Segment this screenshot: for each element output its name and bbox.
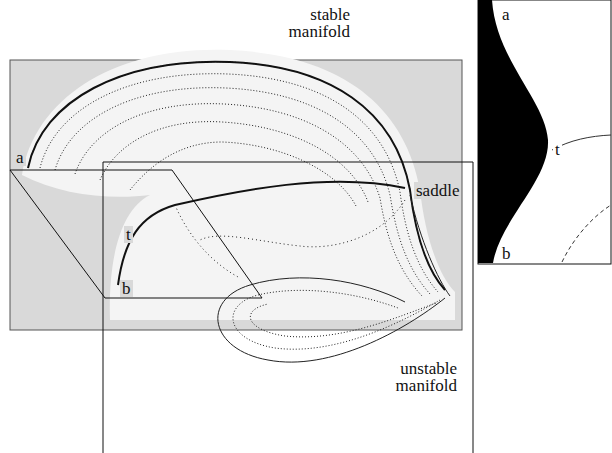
point-label: t	[124, 226, 133, 243]
manifold-label: unstable manifold	[355, 360, 459, 394]
inset-frame	[478, 0, 611, 264]
point-label: t	[553, 141, 562, 158]
section-frames	[10, 162, 473, 453]
stable-manifold-edge	[28, 62, 445, 290]
inset-dashed-curve	[562, 205, 611, 262]
unstable-manifold-surface	[175, 195, 450, 362]
manifold-label: stable manifold	[252, 6, 352, 40]
point-label: a	[14, 149, 26, 166]
point-label: b	[120, 280, 133, 297]
inset-section	[478, 0, 548, 263]
point-label: saddle	[414, 182, 461, 199]
stable-manifold-surface	[28, 62, 445, 296]
point-label: b	[500, 245, 513, 262]
point-label: a	[500, 6, 512, 23]
